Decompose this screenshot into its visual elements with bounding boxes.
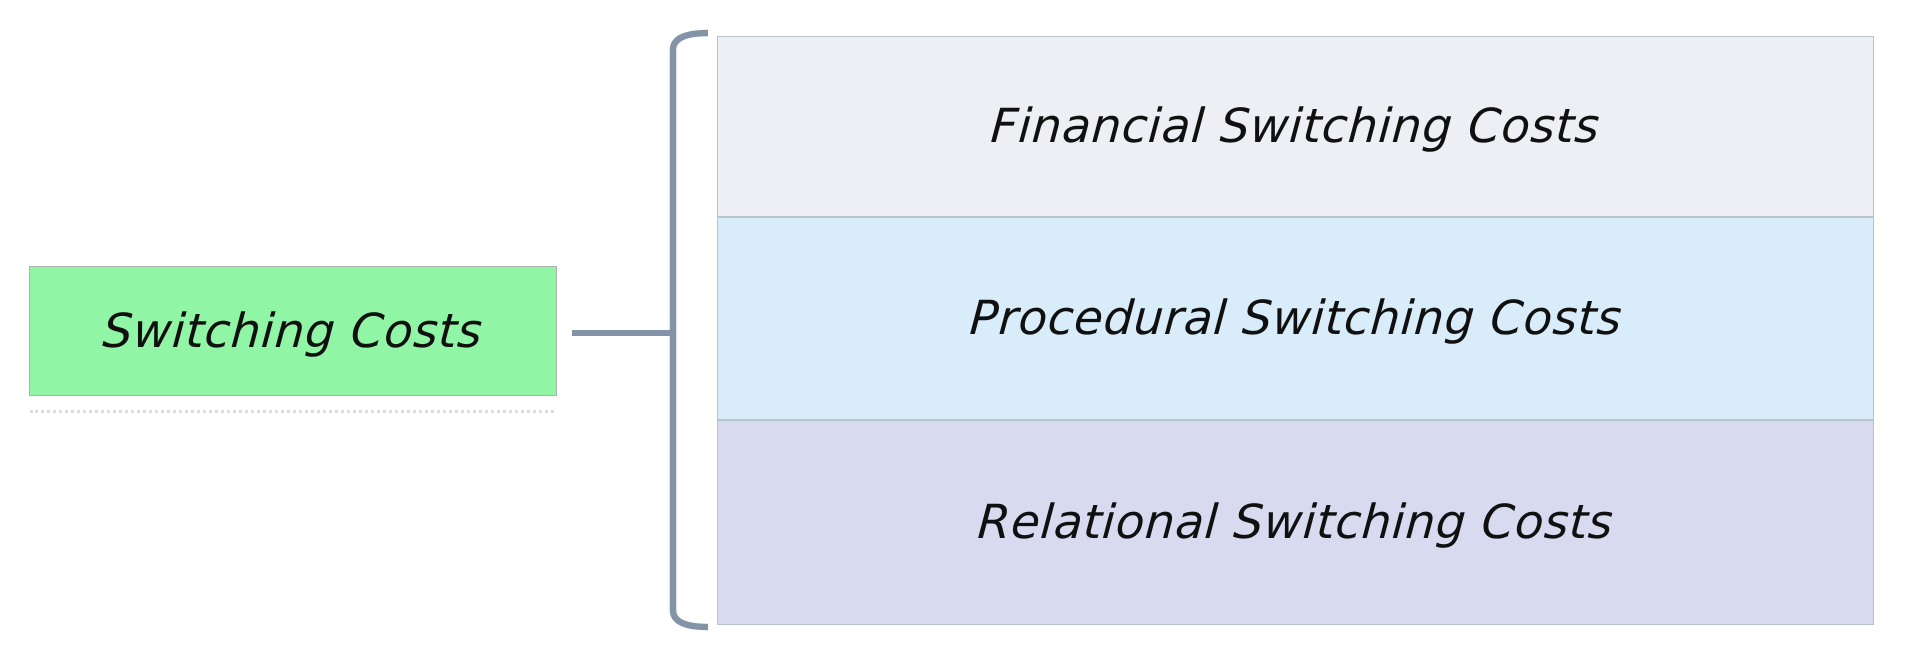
child-node-relational[interactable]: Relational Switching Costs (717, 420, 1874, 625)
child-node-procedural-label: Procedural Switching Costs (967, 291, 1624, 346)
root-node-label: Switching Costs (101, 303, 485, 359)
root-node-switching-costs[interactable]: Switching Costs (29, 266, 557, 396)
child-node-procedural[interactable]: Procedural Switching Costs (717, 217, 1874, 420)
child-node-relational-label: Relational Switching Costs (975, 495, 1616, 550)
dotted-guide-line (30, 410, 554, 413)
connector-line (572, 330, 676, 336)
brace-bracket-path (669, 29, 709, 631)
child-node-financial[interactable]: Financial Switching Costs (717, 36, 1874, 217)
child-node-financial-label: Financial Switching Costs (989, 99, 1602, 154)
brace-bracket (669, 29, 709, 631)
